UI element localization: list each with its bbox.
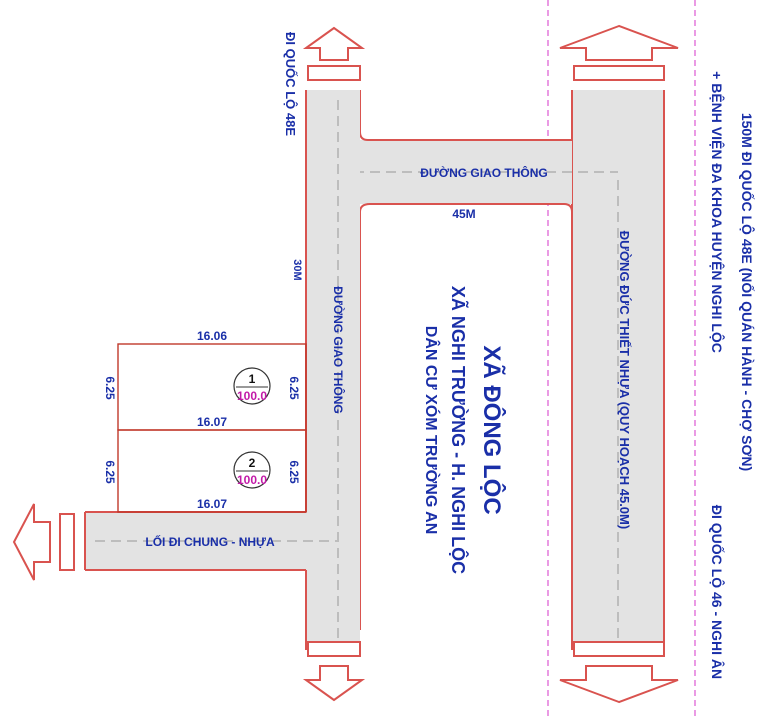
main-road-label: ĐƯỜNG ĐỨC THIẾT NHỰA (QUY HOẠCH 45.0M) (617, 231, 632, 529)
vertical-left-road (306, 90, 360, 650)
right-bottom-label: ĐI QUỐC LỘ 46 - NGHI ÂN (709, 505, 726, 679)
lot-2: 2 100.0 (117, 429, 307, 513)
right-top-label: 150M ĐI QUỐC LỘ 48E (NỐI QUÁN HÀNH - CHỢ… (739, 113, 756, 471)
lot-1-bottom-length: 16.07 (197, 415, 227, 429)
lot-2-bottom-length: 16.07 (197, 497, 227, 511)
arrow-down-right (559, 641, 679, 704)
lot-1-number: 1 (249, 372, 256, 386)
title-commune: XÃ ĐÔNG LỘC (478, 345, 506, 514)
top-road-label: ĐƯỜNG GIAO THÔNG (420, 165, 548, 180)
lot-1-area: 100.0 (237, 389, 267, 403)
lot-2-right-width: 6.25 (287, 460, 301, 484)
arrow-down-left (302, 641, 366, 702)
arrow-up-left (302, 26, 366, 81)
length-45m: 45M (452, 207, 475, 221)
lot-2-area: 100.0 (237, 473, 267, 487)
lot-2-left-width: 6.25 (103, 460, 117, 484)
lot-2-number: 2 (249, 456, 256, 470)
arrow-up-right (559, 24, 679, 81)
arrow-left (12, 503, 75, 581)
length-30m: 30M (291, 259, 303, 280)
lot-1-right-width: 6.25 (287, 376, 301, 400)
vertical-road-label: ĐƯỜNG GIAO THÔNG (331, 286, 346, 414)
right-top-label-2: + BỆNH VIỆN ĐA KHOA HUYỆN NGHI LỘC (709, 71, 726, 353)
lot-1-top-length: 16.06 (197, 329, 227, 343)
common-lane-label: LỐI ĐI CHUNG - NHỰA (145, 534, 275, 549)
lot-1-left-width: 6.25 (103, 376, 117, 400)
top-left-road-label: ĐI QUỐC LỘ 48E (283, 32, 298, 136)
title-subcommune: XÃ NGHI TRƯỜNG - H. NGHI LỘC (448, 286, 469, 574)
title-residential: DÂN CƯ XÓM TRƯỜNG AN (422, 326, 441, 534)
